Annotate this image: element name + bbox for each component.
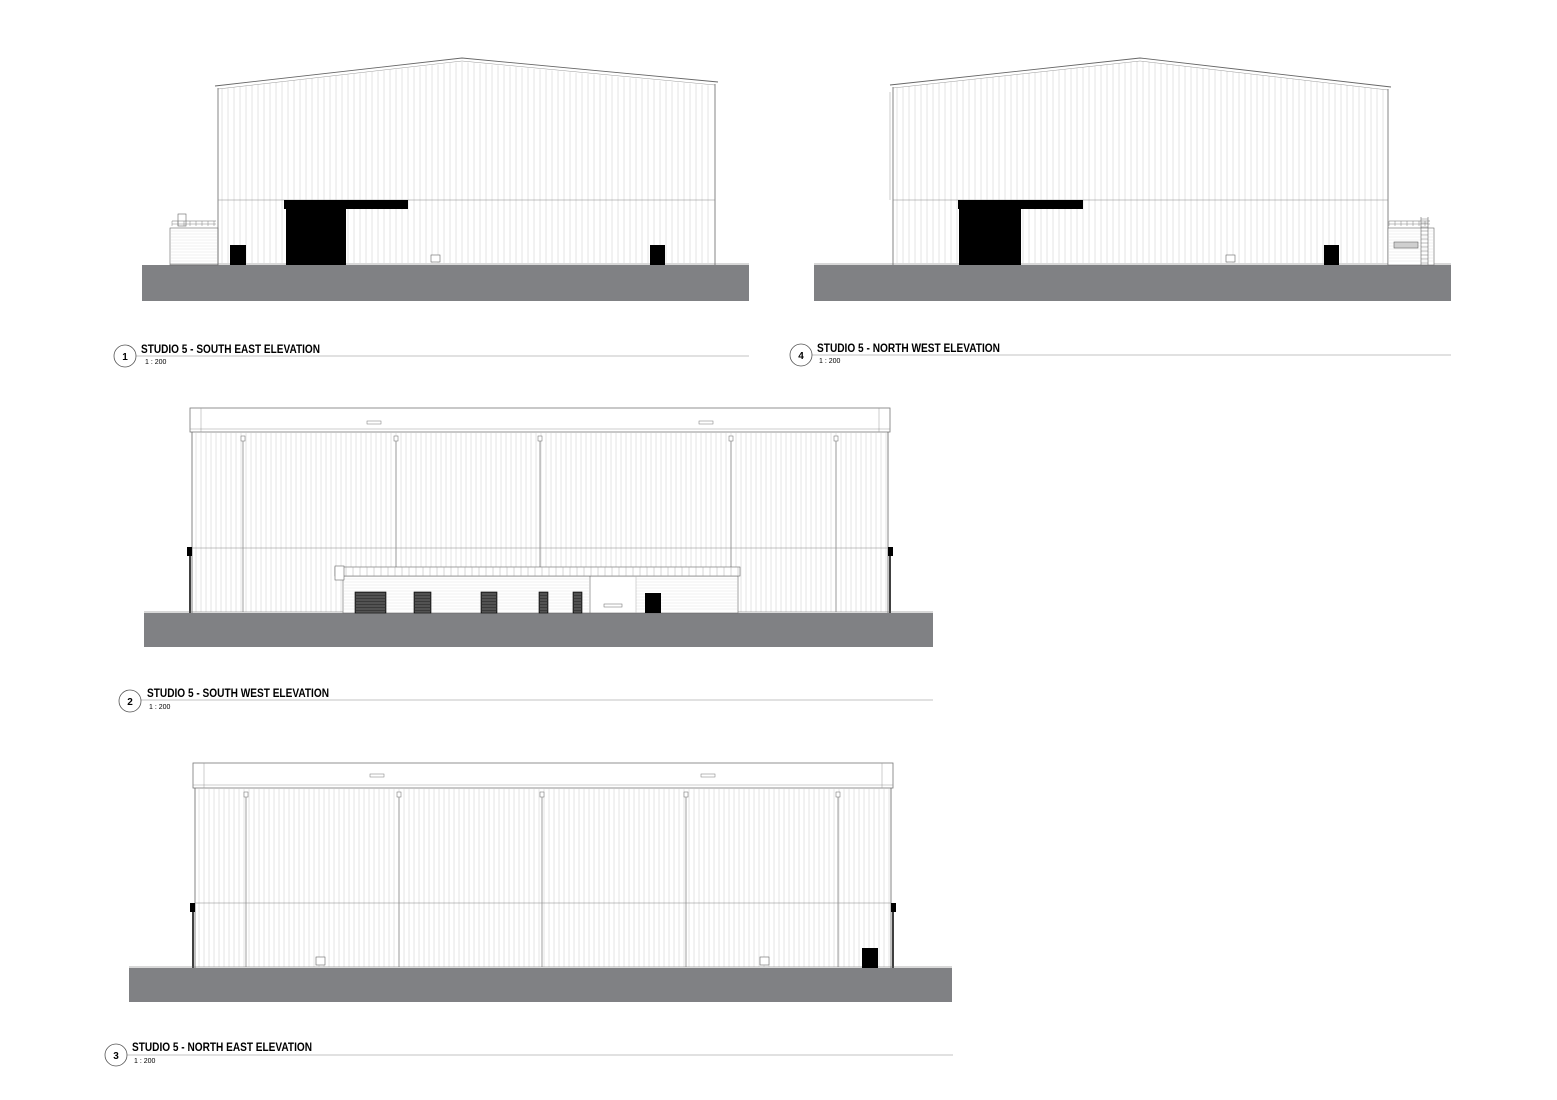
view-scale: 1 : 200	[134, 1058, 156, 1065]
ground-slab	[814, 265, 1451, 301]
view-number-circle	[104, 1043, 128, 1067]
view-number-circle	[113, 344, 137, 368]
view-scale: 1 : 200	[819, 358, 841, 365]
louvred-window	[538, 591, 549, 614]
roof-fascia-line	[214, 57, 719, 87]
fascia-vent	[366, 420, 382, 425]
view-number-circle	[789, 343, 813, 367]
south-west-elevation-drawing	[144, 407, 933, 647]
louvred-window	[413, 591, 432, 614]
rainwater-head	[396, 791, 402, 798]
vent-grille	[1225, 254, 1236, 263]
vent-grille	[315, 956, 326, 966]
ground-slab	[142, 265, 749, 301]
vent-grille	[430, 254, 441, 263]
louvred-window	[572, 591, 583, 614]
view-south-east-elevation: 1 STUDIO 5 - SOUTH EAST ELEVATION 1 : 20…	[113, 57, 749, 368]
view-title: STUDIO 5 - SOUTH WEST ELEVATION	[147, 688, 329, 700]
roof-access-hatch	[177, 213, 187, 227]
door-canopy	[284, 200, 408, 209]
view-number-circle	[118, 689, 142, 713]
corner-flashing	[190, 903, 195, 912]
roof-access-hatch	[334, 565, 345, 581]
personnel-door	[230, 245, 246, 265]
corner-flashing	[888, 547, 893, 556]
personnel-door	[862, 948, 878, 968]
roof-fascia-line	[892, 60, 1389, 91]
annex-window	[1393, 241, 1419, 249]
north-east-elevation-drawing	[129, 762, 952, 1002]
south-east-elevation-drawing	[142, 57, 749, 301]
view-number: 2	[127, 697, 133, 708]
rainwater-head	[240, 435, 246, 442]
roof-fascia	[192, 762, 894, 789]
personnel-door	[1324, 245, 1339, 265]
corner-flashing	[891, 903, 896, 912]
roof-fascia-line	[217, 60, 716, 90]
fascia-vent	[698, 420, 714, 425]
view-number: 1	[122, 352, 128, 363]
view-south-west-elevation: 2 STUDIO 5 - SOUTH WEST ELEVATION 1 : 20…	[118, 407, 933, 713]
personnel-door	[645, 593, 661, 613]
rainwater-head	[728, 435, 734, 442]
view-north-west-elevation: 4 STUDIO 5 - NORTH WEST ELEVATION 1 : 20…	[789, 57, 1451, 367]
view-north-east-elevation: 3 STUDIO 5 - NORTH EAST ELEVATION 1 : 20…	[104, 762, 953, 1067]
annex-roof-edge	[334, 566, 741, 577]
rainwater-head	[539, 791, 545, 798]
rainwater-head	[393, 435, 399, 442]
view-title: STUDIO 5 - NORTH EAST ELEVATION	[132, 1042, 312, 1054]
signage-panel	[603, 603, 623, 608]
fascia-vent	[700, 773, 716, 778]
view-title-block: 2 STUDIO 5 - SOUTH WEST ELEVATION 1 : 20…	[118, 688, 933, 713]
fascia-vent	[369, 773, 385, 778]
ground-slab	[144, 613, 933, 647]
vent-grille	[759, 956, 770, 966]
view-title-block: 1 STUDIO 5 - SOUTH EAST ELEVATION 1 : 20…	[113, 344, 749, 368]
view-scale: 1 : 200	[149, 704, 171, 711]
view-number: 4	[798, 351, 804, 362]
personnel-door	[650, 245, 665, 265]
north-west-elevation-drawing	[814, 57, 1451, 301]
corner-flashing	[187, 547, 192, 556]
louvred-window	[354, 591, 387, 614]
rainwater-head	[537, 435, 543, 442]
view-title: STUDIO 5 - NORTH WEST ELEVATION	[817, 343, 1000, 355]
roller-door	[959, 209, 1021, 265]
roof-fascia-line	[889, 57, 1392, 88]
view-title: STUDIO 5 - SOUTH EAST ELEVATION	[141, 344, 320, 356]
door-canopy	[958, 200, 1083, 209]
ground-slab	[129, 968, 952, 1002]
view-title-block: 4 STUDIO 5 - NORTH WEST ELEVATION 1 : 20…	[789, 343, 1451, 367]
rainwater-head	[833, 435, 839, 442]
view-scale: 1 : 200	[145, 359, 167, 366]
view-title-block: 3 STUDIO 5 - NORTH EAST ELEVATION 1 : 20…	[104, 1042, 953, 1067]
roller-door	[286, 209, 346, 265]
rainwater-head	[683, 791, 689, 798]
roof-fascia	[189, 407, 891, 433]
view-number: 3	[113, 1051, 119, 1062]
rainwater-head	[835, 791, 841, 798]
louvred-window	[480, 591, 498, 614]
rainwater-head	[243, 791, 249, 798]
annex-wall	[169, 227, 219, 266]
